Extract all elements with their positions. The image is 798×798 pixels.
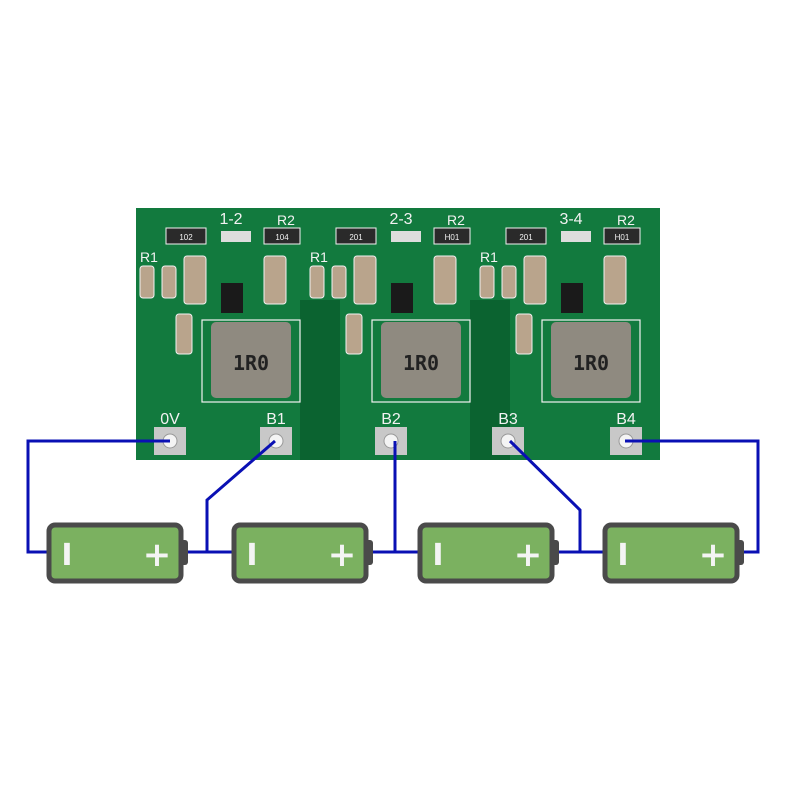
pcb-gap [300,300,340,460]
capacitor [345,313,363,355]
r2-label: R2 [277,212,295,228]
capacitor [523,255,547,305]
pad-label: B4 [616,411,636,428]
pad-label: B3 [498,411,518,428]
battery-positive-sign: + [514,535,543,575]
battery: I+ [46,522,188,584]
battery-negative-sign: I [432,538,443,573]
inductor-marking: 1R0 [573,351,609,375]
wire-0v [26,439,170,554]
resistor [263,227,301,245]
battery-negative-sign: I [246,538,257,573]
pad-label: B2 [381,411,401,428]
resistor-marking: 104 [275,233,289,242]
pad-0v: 0V [154,411,186,455]
inductor [551,322,631,398]
pair-label: 3-4 [559,211,582,228]
battery-positive-sign: + [328,535,357,575]
capacitor [309,265,325,299]
capacitor [603,255,627,305]
led [221,231,251,242]
inductor [381,322,461,398]
inductor-outline [201,319,301,403]
inductor-outline [541,319,641,403]
resistor [433,227,471,245]
capacitor [331,265,347,299]
wire-b3 [508,439,582,554]
r1-label: R1 [140,249,158,265]
resistor-marking: 201 [349,233,363,242]
wires [26,439,760,554]
battery: I+ [231,522,373,584]
capacitor [353,255,377,305]
r2-label: R2 [617,212,635,228]
led [561,231,591,242]
battery: I+ [417,522,559,584]
battery: I+ [602,522,744,584]
battery-body [602,522,740,584]
pair-label: 2-3 [389,211,412,228]
capacitor [183,255,207,305]
battery-body [417,522,555,584]
capacitor [515,313,533,355]
capacitor [139,265,155,299]
capacitor [263,255,287,305]
pair-label: 1-2 [219,211,242,228]
r1-label: R1 [480,249,498,265]
battery-positive-sign: + [143,535,172,575]
r2-label: R2 [447,212,465,228]
pad-b3: B3 [492,411,524,455]
inductor-marking: 1R0 [403,351,439,375]
ic-chip [221,283,243,313]
inductor-marking: 1R0 [233,351,269,375]
capacitor [175,313,193,355]
resistor-marking: H01 [615,233,630,242]
resistor-marking: 102 [179,233,193,242]
capacitor [161,265,177,299]
ic-chip [561,283,583,313]
battery-body [46,522,184,584]
resistor [335,227,377,245]
r1-label: R1 [310,249,328,265]
capacitor [433,255,457,305]
resistor [603,227,641,245]
battery-body [231,522,369,584]
pad-b2: B2 [375,411,407,455]
capacitor [479,265,495,299]
pad-label: 0V [160,411,180,428]
battery-negative-sign: I [617,538,628,573]
wire-b4 [625,439,760,554]
resistor [505,227,547,245]
resistor [165,227,207,245]
battery-negative-sign: I [61,538,72,573]
inductor [211,322,291,398]
inductor-outline [371,319,471,403]
capacitor [501,265,517,299]
resistor-marking: 201 [519,233,533,242]
wire-b1 [188,439,276,554]
pad-label: B1 [266,411,286,428]
ic-chip [391,283,413,313]
battery-positive-sign: + [699,535,728,575]
led [391,231,421,242]
resistor-marking: H01 [445,233,460,242]
